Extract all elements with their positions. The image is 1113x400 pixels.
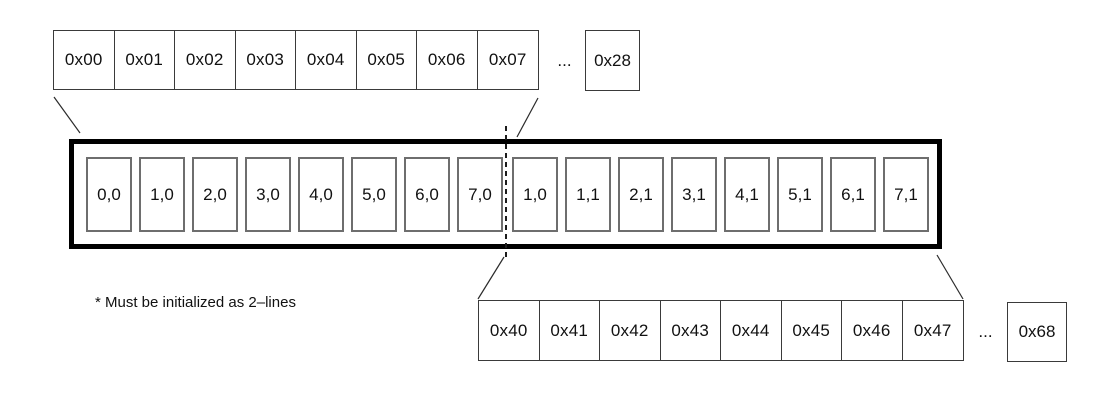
memory-cell: 0x01 — [115, 31, 175, 89]
cache-cell: 0,0 — [86, 157, 132, 232]
cache-cell: 6,1 — [830, 157, 876, 232]
memory-cell: 0x03 — [236, 31, 296, 89]
line-boundary-dashed-divider — [505, 126, 507, 257]
connector-bottom-left-line — [477, 256, 505, 300]
memory-cell: 0x45 — [782, 301, 842, 360]
memory-cell: 0x47 — [913, 320, 952, 340]
cache-cell: 2,1 — [618, 157, 664, 232]
cache-cell: 5,1 — [777, 157, 823, 232]
memory-cell-0x28: 0x28 — [585, 30, 640, 91]
connector-top-right-line — [516, 97, 539, 138]
memory-cell: 0x43 — [661, 301, 721, 360]
memory-cell: 0x44 — [721, 301, 782, 360]
memory-cell: 0x05 — [357, 31, 417, 89]
cache-cell: 1,0 — [512, 157, 558, 232]
memory-cell: 0x06 — [417, 31, 478, 89]
memory-cell: 0x00 — [54, 31, 115, 89]
cache-cell: 4,0 — [298, 157, 344, 232]
cache-cell: 1,0 — [139, 157, 185, 232]
cache-cell: 3,1 — [671, 157, 717, 232]
connector-top-left-line — [53, 96, 81, 134]
memory-cell-0x68: 0x68 — [1007, 302, 1067, 362]
cache-cell: 3,0 — [245, 157, 291, 232]
cache-cell: 2,0 — [192, 157, 238, 232]
cache-cell: 6,0 — [404, 157, 450, 232]
memory-cell: 0x40 — [479, 301, 540, 360]
cache-cell: 7,1 — [883, 157, 929, 232]
cache-cell: 4,1 — [724, 157, 770, 232]
memory-cell: 0x41 — [540, 301, 600, 360]
top-row-ellipsis: ... — [557, 51, 572, 70]
memory-cell: 0x07 — [488, 50, 527, 69]
cache-cell: 7,0 — [457, 157, 503, 232]
memory-cell: 0x04 — [296, 31, 357, 89]
memory-cell: 0x02 — [175, 31, 236, 89]
cache-cell: 1,1 — [565, 157, 611, 232]
bottom-row-ellipsis: ... — [978, 322, 993, 341]
memory-cell: 0x42 — [600, 301, 661, 360]
memory-row-bottom: 0x40 0x41 0x42 0x43 0x44 0x45 0x46 0x47 — [478, 300, 964, 361]
connector-bottom-right-line — [936, 254, 964, 300]
memory-row-top: 0x00 0x01 0x02 0x03 0x04 0x05 0x06 0x07 — [53, 30, 539, 90]
cache-cell: 5,0 — [351, 157, 397, 232]
footnote: * Must be initialized as 2–lines — [95, 294, 296, 311]
memory-cell: 0x46 — [842, 301, 903, 360]
